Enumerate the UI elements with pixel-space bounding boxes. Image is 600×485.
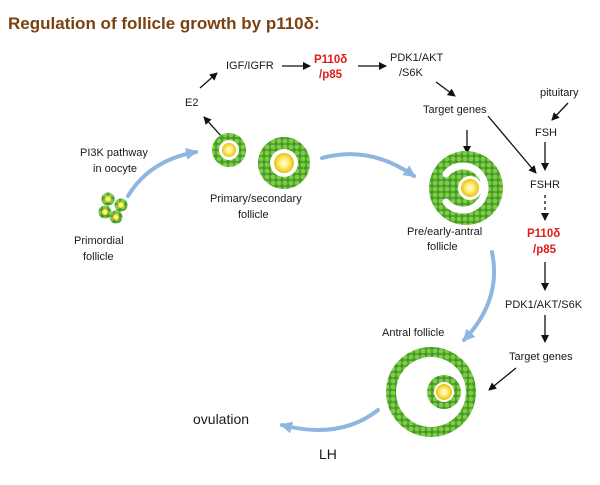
label-preantral-line2: follicle <box>427 241 458 253</box>
label-preantral-line1: Pre/early-antral <box>407 226 483 238</box>
arrow-target-to-antral <box>488 367 517 391</box>
secondary-follicle <box>258 137 310 189</box>
label-primary-line2: follicle <box>238 209 269 221</box>
label-p110-top-line1: P110δ <box>314 54 348 66</box>
primary-follicle <box>212 133 246 167</box>
antral-follicle <box>386 347 476 437</box>
arrow-primordial-to-primary <box>126 147 198 198</box>
label-fshr: FSHR <box>530 179 560 191</box>
arrow-antral-to-ovulation <box>280 408 380 434</box>
label-antral: Antral follicle <box>382 327 445 339</box>
primordial-follicle-2 <box>114 198 128 212</box>
diagram-title: Regulation of follicle growth by p110δ: <box>8 14 320 33</box>
label-pdk-right: PDK1/AKT/S6K <box>505 299 583 311</box>
progression-arrows <box>126 147 497 434</box>
label-primordial-line1: Primordial <box>74 235 124 247</box>
preantral-follicle <box>429 151 503 225</box>
label-primary-line1: Primary/secondary <box>210 193 302 205</box>
label-pdk-top-line2: /S6K <box>399 67 423 79</box>
arrow-pdk-to-target <box>435 81 456 97</box>
arrow-pituitary-to-fsh <box>551 102 569 121</box>
primordial-follicles <box>98 192 128 224</box>
label-target-genes-top: Target genes <box>423 104 487 116</box>
label-pituitary: pituitary <box>540 87 579 99</box>
label-target-genes-bottom: Target genes <box>509 351 573 363</box>
label-ovulation: ovulation <box>193 411 250 427</box>
arrow-preantral-to-antral <box>462 250 497 342</box>
label-igf-igfr: IGF/IGFR <box>226 60 274 72</box>
arrow-e2-to-igf <box>199 72 218 89</box>
arrow-follicle-to-e2 <box>203 116 223 138</box>
primordial-follicle-1 <box>101 192 115 206</box>
label-p110-top-line2: /p85 <box>319 69 343 81</box>
arrow-primary-to-preantral <box>320 152 416 178</box>
label-fsh: FSH <box>535 127 557 139</box>
label-primordial-line2: follicle <box>83 251 114 263</box>
label-lh: LH <box>319 446 337 462</box>
label-pi3k-line1: PI3K pathway <box>80 147 148 159</box>
arrow-target-to-fshr <box>487 115 537 174</box>
label-pdk-top-line1: PDK1/AKT <box>390 52 444 64</box>
label-p110-right-line2: /p85 <box>533 244 557 256</box>
label-e2: E2 <box>185 97 199 109</box>
primordial-follicle-3 <box>98 205 112 219</box>
label-p110-right-line1: P110δ <box>527 228 561 240</box>
primordial-follicle-4 <box>109 210 123 224</box>
label-pi3k-line2: in oocyte <box>93 163 138 175</box>
signaling-arrows <box>199 62 569 391</box>
